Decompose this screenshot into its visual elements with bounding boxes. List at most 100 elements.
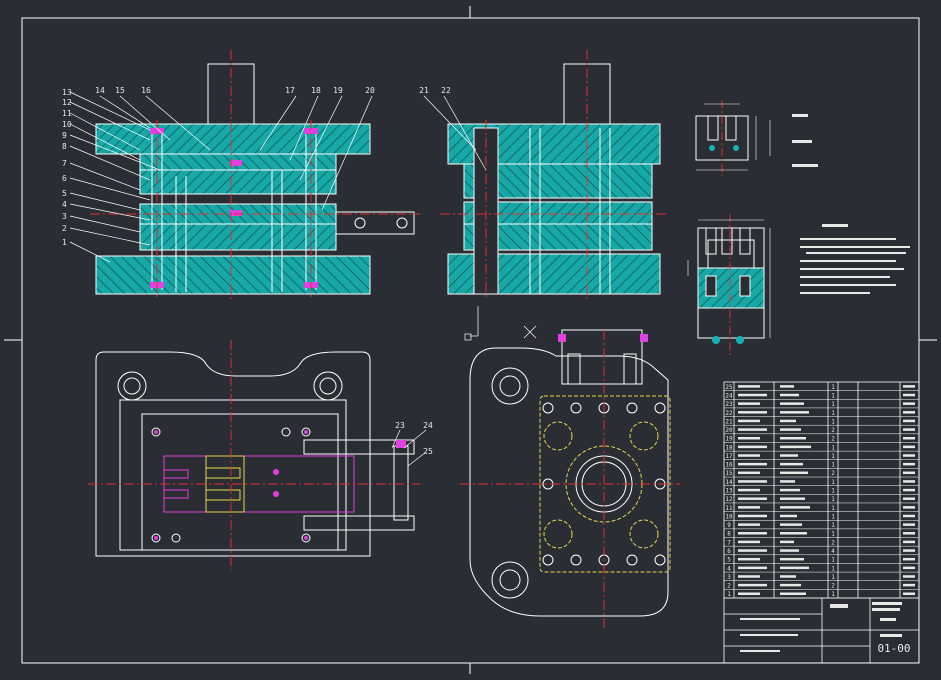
upper-die-plate (95, 123, 371, 155)
bom-qty: 1 (831, 565, 835, 572)
bom-index: 21 (725, 418, 733, 425)
bom-name-text (780, 514, 797, 518)
bom-index: 11 (725, 505, 733, 512)
bom-qty: 1 (831, 591, 835, 598)
bom-qty: 1 (831, 453, 835, 460)
part-label-2: 2 (62, 224, 67, 233)
bom-code-text (738, 402, 760, 405)
bom-index: 8 (727, 531, 731, 538)
bom-qty: 1 (831, 384, 835, 391)
bom-index: 6 (727, 548, 731, 555)
bom-note-text (903, 549, 915, 552)
bom-name-text (780, 428, 801, 431)
bom-name-text (780, 583, 801, 587)
feed-arm (335, 211, 415, 235)
bom-note-text (903, 514, 915, 518)
bom-code-text (738, 566, 767, 570)
part-label-22: 22 (441, 86, 451, 95)
bom-code-text (738, 480, 767, 483)
bom-note-text (903, 480, 915, 483)
bom-qty: 1 (831, 401, 835, 408)
bom-code-text (738, 471, 760, 475)
bom-code-text (738, 514, 767, 518)
bom-code-text (738, 393, 767, 397)
bom-note-text (903, 385, 915, 388)
bom-index: 19 (725, 436, 733, 443)
bom-code-text (738, 488, 760, 492)
bom-qty: 1 (831, 410, 835, 417)
part-label-6: 6 (62, 174, 67, 183)
bom-note-text (903, 566, 915, 570)
bom-index: 22 (725, 410, 733, 417)
bom-code-text (738, 454, 760, 457)
part-label-1: 1 (62, 238, 67, 247)
lower-plan-view (88, 340, 427, 570)
bom-index: 16 (725, 462, 733, 469)
part-label-18: 18 (311, 86, 321, 95)
bom-code-text (738, 523, 760, 526)
bom-qty: 1 (831, 462, 835, 469)
part-label-3: 3 (62, 212, 67, 221)
bom-note-text (903, 488, 915, 492)
bom-name-text (780, 557, 804, 561)
bom-note-text (903, 419, 915, 423)
bom-code-text (738, 557, 760, 561)
bom-name-text (780, 592, 806, 595)
bom-index: 2 (727, 583, 731, 590)
bom-name-text (780, 411, 809, 414)
part-label-10: 10 (62, 120, 72, 129)
bom-qty: 4 (831, 548, 835, 555)
bom-index: 4 (727, 565, 731, 572)
part-label-13: 13 (62, 88, 72, 97)
bom-note-text (903, 497, 915, 500)
bom-code-text (738, 436, 760, 440)
bom-qty: 1 (831, 444, 835, 451)
bom-name-text (780, 532, 807, 535)
bom-code-text (738, 419, 760, 423)
bom-name-text (780, 385, 794, 388)
bom-code-text (738, 540, 760, 544)
bom-qty: 1 (831, 531, 835, 538)
bom-name-text (780, 445, 811, 449)
bom-qty: 1 (831, 418, 835, 425)
bom-qty: 1 (831, 505, 835, 512)
bom-index: 20 (725, 427, 733, 434)
drawing-number: 01-00 (877, 642, 910, 655)
bom-code-text (738, 428, 767, 431)
bom-index: 25 (725, 384, 733, 391)
bom-qty: 2 (831, 427, 835, 434)
bom-name-text (780, 540, 794, 544)
bom-note-text (903, 411, 915, 414)
bom-index: 7 (727, 539, 731, 546)
bom-index: 15 (725, 470, 733, 477)
bom-note-text (903, 471, 915, 475)
bom-note-text (903, 393, 915, 397)
bom-note-text (903, 583, 915, 587)
bom-note-text (903, 402, 915, 405)
bom-qty: 1 (831, 513, 835, 520)
bom-code-text (738, 549, 767, 552)
bom-name-text (780, 454, 798, 457)
bom-index: 18 (725, 444, 733, 451)
bom-name-text (780, 566, 809, 570)
part-label-15: 15 (115, 86, 125, 95)
part-label-25: 25 (423, 447, 433, 456)
title-block-fill (740, 602, 902, 652)
front-section-view (69, 50, 420, 300)
bom-code-text (738, 506, 760, 509)
bom-note-text (903, 454, 915, 457)
bom-note-text (903, 575, 915, 578)
bom-code-text (738, 497, 767, 500)
lower-die-plan-view (460, 329, 680, 630)
part-label-19: 19 (333, 86, 343, 95)
bom-qty: 1 (831, 557, 835, 564)
part-label-21: 21 (419, 86, 429, 95)
part-label-11: 11 (62, 109, 72, 118)
bom-code-text (738, 532, 767, 535)
part-label-17: 17 (285, 86, 295, 95)
bom-index: 17 (725, 453, 733, 460)
bom-name-text (780, 480, 795, 483)
